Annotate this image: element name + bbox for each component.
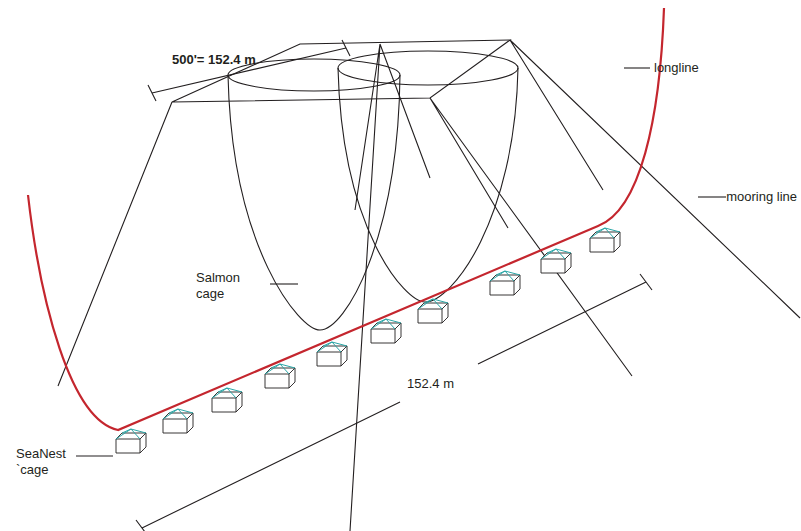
seanest-cage (212, 388, 242, 412)
seanest-cage (163, 409, 193, 433)
seanest-cage (116, 429, 146, 453)
part-label: longline (654, 60, 699, 76)
longline-rope (28, 8, 664, 430)
part-label: Salmon cage (196, 270, 266, 301)
leader-line (270, 283, 298, 284)
dimension-label: 152.4 m (404, 376, 457, 392)
seanest-cage (265, 364, 295, 388)
dimension-line (148, 40, 350, 101)
leader-line (698, 196, 726, 197)
leader-line (76, 455, 113, 456)
cage-bridle (490, 271, 520, 281)
seanest-cage (317, 342, 347, 366)
seanest-cage (418, 299, 448, 323)
dimension-label: 500'= 152.4 m (172, 52, 256, 68)
cage-bridle (541, 249, 571, 259)
salmon-cage-net (338, 68, 518, 302)
part-label: mooring line (726, 189, 797, 205)
salmon-cage-net (228, 75, 400, 330)
mooring-line (58, 40, 800, 386)
cage-bridle (317, 342, 347, 352)
cage-bridle (163, 409, 193, 419)
cage-bridle (590, 228, 620, 238)
seanest-cage (490, 271, 520, 295)
part-label: SeaNest `cage (16, 446, 74, 477)
seanest-cage (371, 319, 401, 343)
bridle-line (350, 44, 430, 531)
leader-line (624, 67, 650, 68)
seanest-cage (590, 228, 620, 252)
cage-bridle (212, 388, 242, 398)
cage-bridle (116, 429, 146, 439)
cage-bridle (418, 299, 448, 309)
cage-bridle (265, 364, 295, 374)
cage-rim (338, 51, 518, 85)
cage-bridle (371, 319, 401, 329)
seanest-cage (541, 249, 571, 273)
